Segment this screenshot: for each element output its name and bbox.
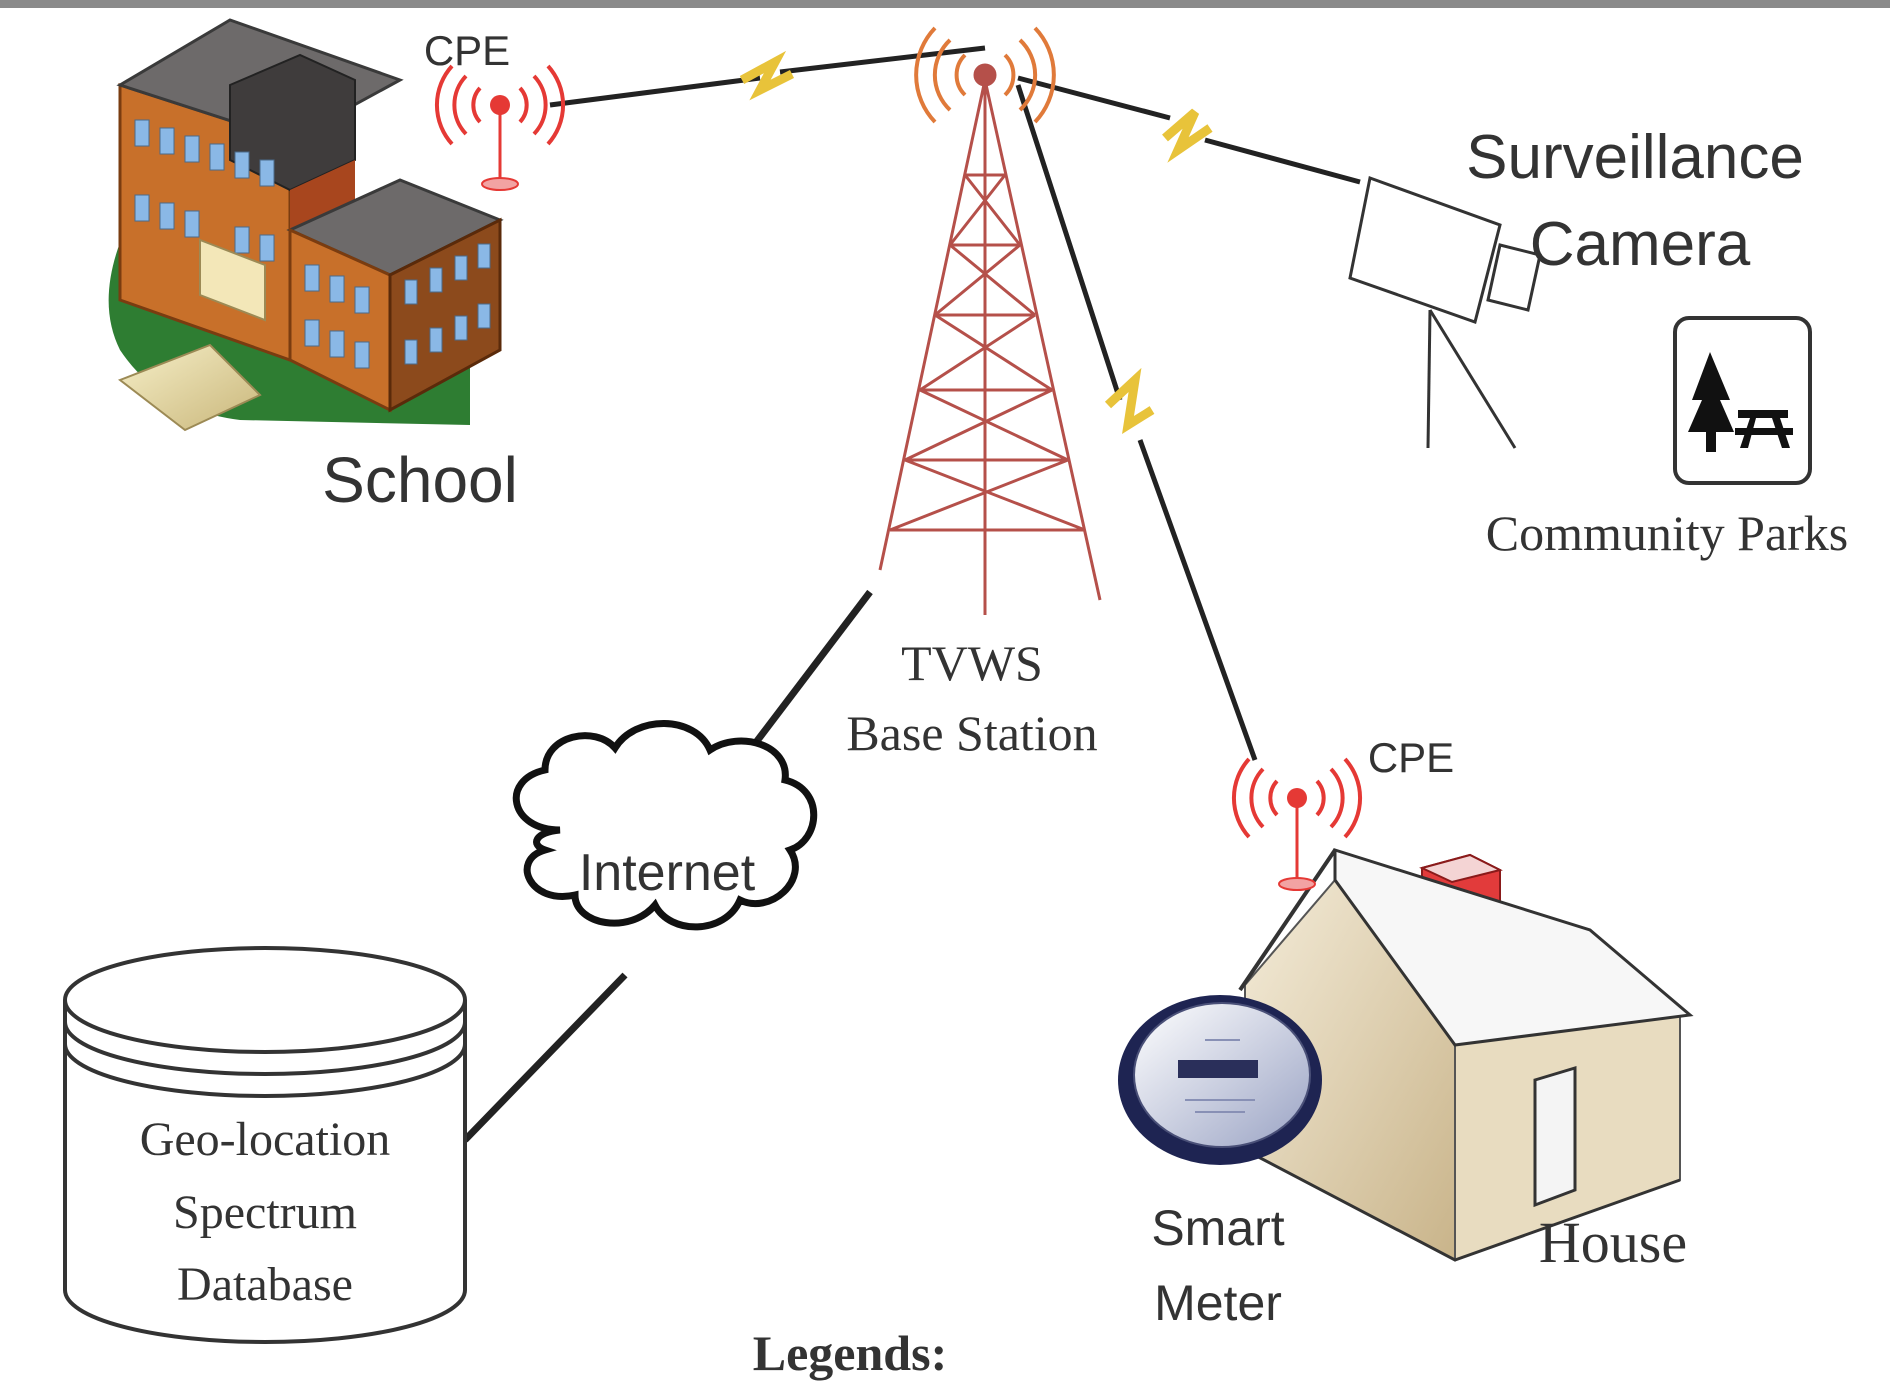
database-cylinder-icon xyxy=(63,946,467,1344)
lightning-link-icon xyxy=(739,50,795,101)
lightning-link-icon xyxy=(1104,367,1155,435)
smart-meter-label-line1: Smart xyxy=(1151,1200,1284,1256)
lightning-link-icon xyxy=(1162,108,1213,163)
house-label: House xyxy=(1539,1210,1687,1275)
link-school-tower xyxy=(549,45,986,108)
database-label-line2: Spectrum xyxy=(173,1186,357,1239)
house-icon xyxy=(1238,847,1694,1262)
legends-heading: Legends: xyxy=(753,1325,947,1381)
smart-meter-label-line2: Meter xyxy=(1154,1275,1282,1331)
school-label: School xyxy=(322,444,518,516)
smart-meter-icon xyxy=(1118,995,1322,1165)
school-steps xyxy=(117,343,262,432)
park-sign-icon xyxy=(1673,316,1812,485)
database-label-line3: Database xyxy=(177,1258,353,1311)
database-label-line1: Geo-location xyxy=(140,1113,391,1166)
tower-signal-icon xyxy=(914,26,1056,124)
internet-label: Internet xyxy=(579,844,756,902)
cloud-icon xyxy=(512,720,818,931)
link-tower-house xyxy=(1015,84,1258,761)
school-building-icon xyxy=(108,18,504,432)
link-internet-database xyxy=(462,972,628,1143)
wireless-antenna-icon xyxy=(434,64,566,191)
surveillance-camera-icon xyxy=(1348,175,1542,449)
community-parks-label: Community Parks xyxy=(1486,505,1849,561)
wireless-links xyxy=(462,45,1361,1143)
tower-label-line2: Base Station xyxy=(846,705,1097,761)
top-border xyxy=(0,0,1890,8)
surveillance-label-line2: Camera xyxy=(1530,210,1751,279)
wireless-antenna-icon xyxy=(1231,757,1363,891)
cpe-school-label: CPE xyxy=(424,27,510,74)
transmission-tower-icon xyxy=(878,63,1102,615)
tower-label-line1: TVWS xyxy=(901,635,1043,691)
cpe-house-label: CPE xyxy=(1368,734,1454,781)
surveillance-label-line1: Surveillance xyxy=(1466,123,1804,192)
link-tower-camera xyxy=(1017,75,1361,185)
